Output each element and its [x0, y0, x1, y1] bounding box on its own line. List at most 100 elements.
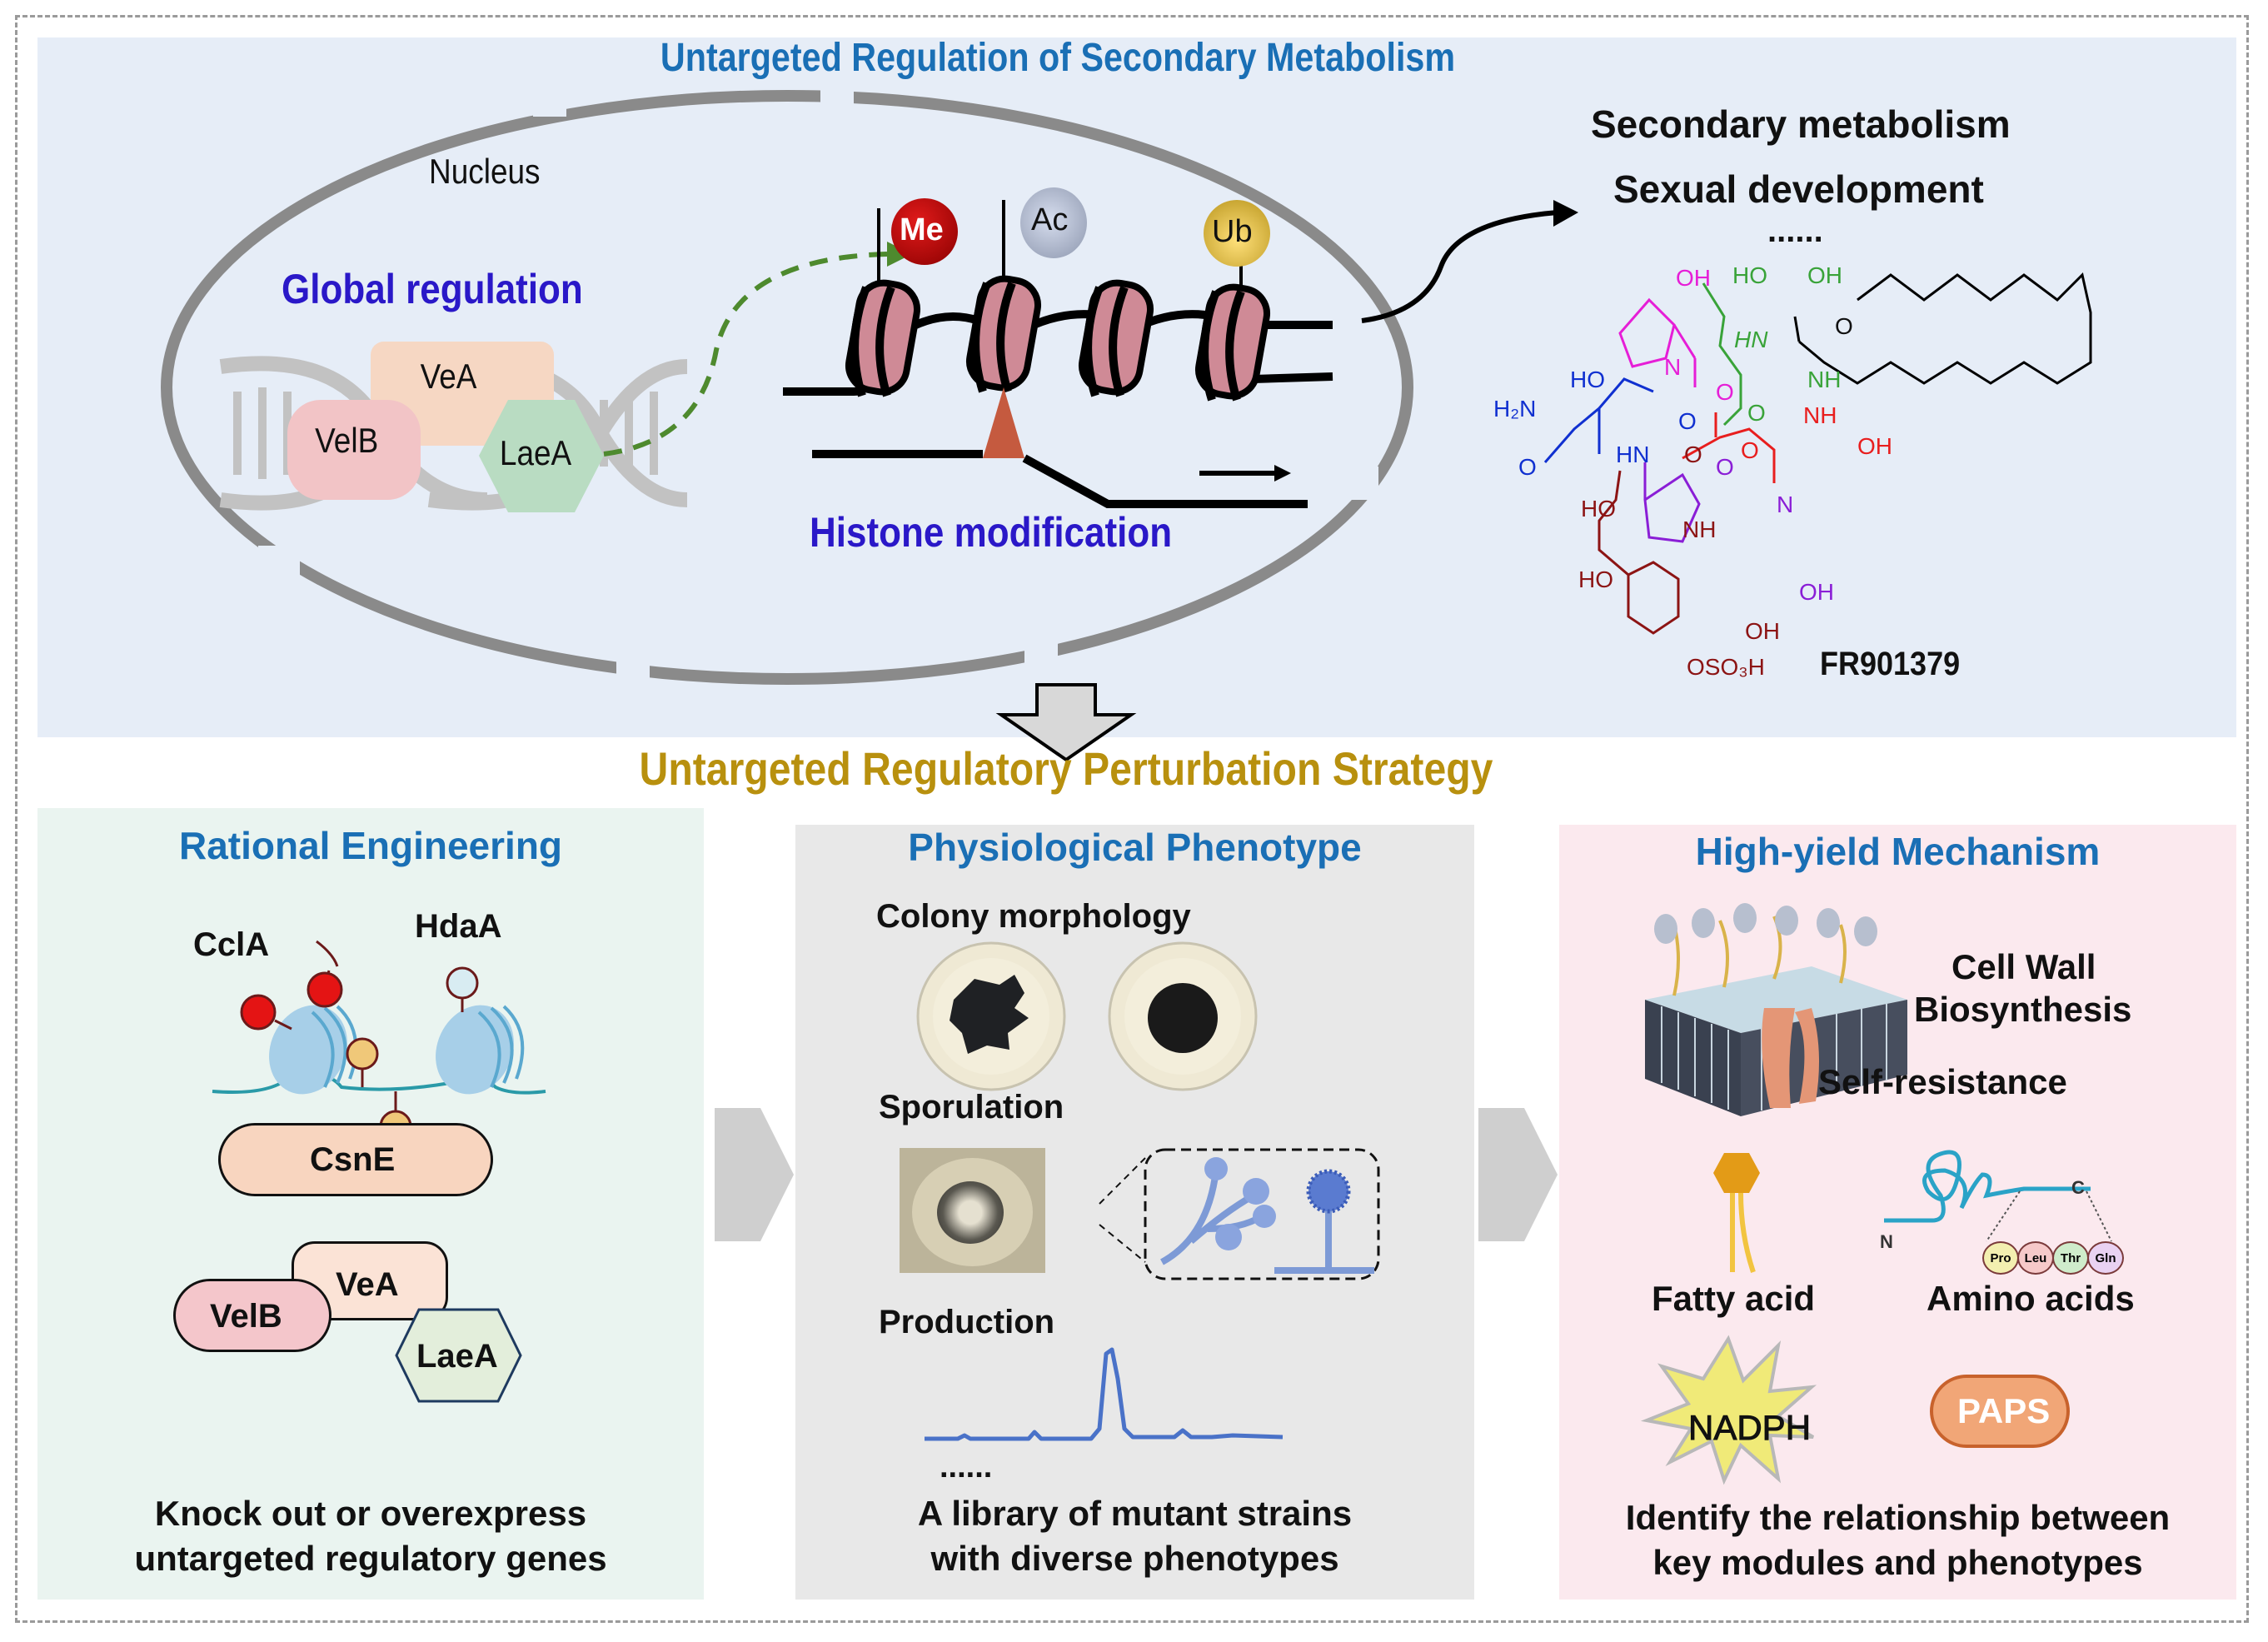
residue-gln: Gln — [2087, 1241, 2124, 1275]
atom-ho-blue: HO — [1570, 367, 1605, 392]
output-arrow — [1361, 200, 1578, 323]
velb-label: VelB — [315, 421, 379, 460]
global-regulation-label: Global regulation — [282, 266, 583, 312]
fatty-acid-label: Fatty acid — [1652, 1279, 1816, 1318]
hdaa-label: HdaA — [415, 908, 502, 945]
atom-oh-red: OH — [1857, 433, 1892, 459]
atom-n-purple: N — [1777, 492, 1794, 517]
velb-protein — [287, 400, 421, 500]
physiological-phenotype-title: Physiological Phenotype — [908, 826, 1362, 869]
rational-caption-line1: Knock out or overexpress — [154, 1494, 587, 1533]
atom-o-red: O — [1741, 437, 1759, 463]
outer-dashed-frame — [15, 15, 2249, 1623]
atom-nh-red: NH — [1803, 402, 1837, 428]
nucleus-label: Nucleus — [429, 152, 541, 191]
laea-hexagon — [395, 1308, 522, 1403]
ccla-mark-1 — [240, 994, 277, 1031]
rational-engineering-panel: Rational Engineering — [37, 808, 704, 1600]
mechanism-caption-line2: key modules and phenotypes — [1652, 1543, 2143, 1582]
atom-oh-magenta: OH — [1676, 265, 1711, 291]
atom-o-blue1: O — [1678, 408, 1697, 434]
production-label: Production — [879, 1304, 1055, 1340]
n-terminus-label: N — [1880, 1231, 1893, 1252]
rational-caption: Knock out or overexpress untargeted regu… — [37, 1491, 704, 1581]
nadph-burst-icon — [1640, 1335, 1817, 1485]
phenotype-caption-line2: with diverse phenotypes — [930, 1539, 1339, 1578]
methyl-mark — [891, 198, 958, 265]
colony-morphology-label: Colony morphology — [876, 898, 1191, 935]
nucleosome-diagram — [212, 940, 546, 1143]
self-resistance-label: Self-resistance — [1818, 1062, 2067, 1101]
flow-arrow-2 — [1478, 1108, 1558, 1241]
outcome-ellipsis: ...... — [1767, 212, 1823, 249]
high-yield-mechanism-panel: High-yield Mechanism — [1559, 825, 2236, 1600]
phenotype-caption-line1: A library of mutant strains — [917, 1494, 1353, 1533]
cell-wall-label-2: Biosynthesis — [1914, 990, 2132, 1029]
ubiquitin-mark — [1204, 200, 1270, 267]
sporulation-photo — [900, 1148, 1045, 1273]
acetyl-mark — [1020, 187, 1087, 258]
csne-label: CsnE — [310, 1141, 396, 1178]
vea-box-label: VeA — [336, 1266, 399, 1303]
atom-ho-darkred2: HO — [1578, 566, 1613, 592]
mechanism-caption-line1: Identify the relationship between — [1625, 1498, 2171, 1537]
outcome-sexual-development: Sexual development — [1613, 167, 1984, 211]
sporulation-label: Sporulation — [879, 1089, 1064, 1125]
production-chromatogram — [925, 1347, 1284, 1441]
residue-pro: Pro — [1982, 1241, 2019, 1275]
velb-box — [173, 1279, 331, 1352]
mechanism-caption: Identify the relationship between key mo… — [1559, 1495, 2236, 1585]
csne-protein — [218, 1123, 493, 1196]
residue-thr: Thr — [2052, 1241, 2089, 1275]
high-yield-mechanism-title: High-yield Mechanism — [1695, 830, 2101, 873]
flow-arrow-1 — [715, 1108, 794, 1241]
down-arrow-icon — [995, 683, 1137, 762]
laea-protein — [479, 400, 604, 512]
atom-o-purple: O — [1716, 454, 1734, 480]
fatty-acid-icon — [1713, 1153, 1760, 1273]
vea-label: VeA — [420, 357, 477, 396]
laea-label: LaeA — [499, 433, 572, 472]
phenotype-caption: A library of mutant strains with diverse… — [795, 1491, 1474, 1581]
atom-oso3h: OSO₃H — [1687, 654, 1765, 680]
cell-membrane-illustration — [1645, 903, 1907, 1116]
rational-caption-line2: untargeted regulatory genes — [134, 1539, 607, 1578]
atom-hn-blue: HN — [1616, 442, 1650, 467]
c-terminus-label: C — [2071, 1177, 2085, 1198]
atom-ho-green: HO — [1732, 262, 1767, 288]
histone-modification-label: Histone modification — [810, 509, 1173, 556]
compound-name: FR901379 — [1820, 646, 1961, 682]
methyl-mark-label: Me — [900, 212, 944, 247]
atom-o-magenta: O — [1716, 379, 1734, 405]
amino-acids-label: Amino acids — [1927, 1279, 2135, 1318]
atom-nh-darkred: NH — [1682, 517, 1717, 542]
cell-wall-label-1: Cell Wall — [1951, 947, 2096, 986]
chromatin-nucleosomes — [783, 200, 1333, 508]
nadph-label: NADPH — [1687, 1408, 1812, 1448]
atom-hn-green: HN — [1734, 327, 1768, 352]
atom-oh-green: OH — [1807, 262, 1842, 288]
velb-box-label: VelB — [210, 1298, 282, 1335]
atom-oh-purple: OH — [1799, 579, 1834, 605]
atom-o-blue2: O — [1518, 454, 1537, 480]
atom-o-green: O — [1747, 400, 1766, 426]
atom-nh-green: NH — [1807, 367, 1842, 392]
atom-oh-darkred: OH — [1745, 618, 1780, 644]
rational-engineering-title: Rational Engineering — [178, 824, 563, 867]
fr901379-structure — [1543, 272, 2092, 635]
modification-mark-1 — [346, 1037, 379, 1071]
atom-o-black: O — [1835, 313, 1853, 339]
residue-leu: Leu — [2017, 1241, 2054, 1275]
atom-ho-darkred1: HO — [1581, 496, 1616, 522]
ccla-label: CclA — [193, 926, 270, 963]
atom-n-magenta: N — [1664, 354, 1682, 380]
ubiquitin-mark-label: Ub — [1212, 214, 1253, 249]
colony-plates — [916, 941, 1258, 1091]
strategy-title: Untargeted Regulatory Perturbation Strat… — [639, 742, 1493, 795]
top-title: Untargeted Regulation of Secondary Metab… — [660, 36, 1456, 80]
atom-h2n-blue: H₂N — [1493, 396, 1537, 422]
hdaa-mark — [446, 966, 479, 1000]
production-ellipsis: ...... — [940, 1450, 993, 1485]
paps-pill — [1930, 1375, 2070, 1448]
